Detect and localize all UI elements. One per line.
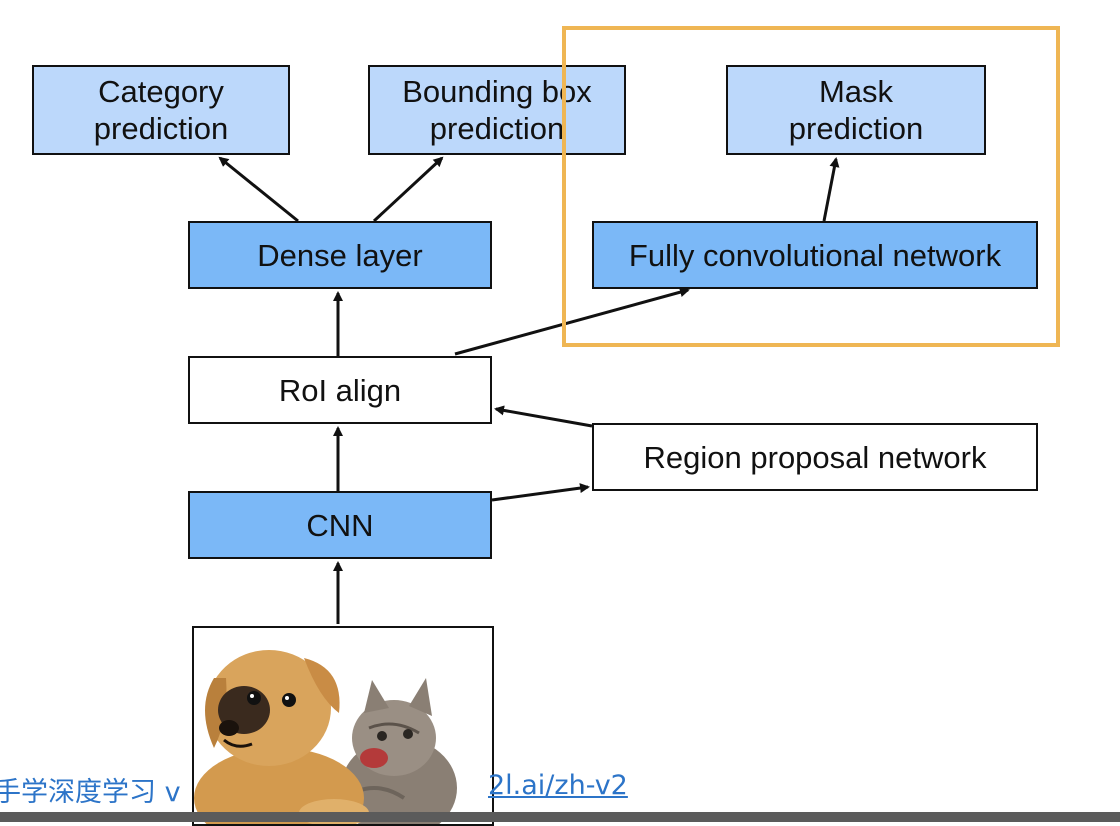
fully-convolutional-network-label: Fully convolutional network — [628, 237, 1002, 273]
cnn-label: CNN — [306, 507, 374, 543]
arrow-cnn-to-rpn — [491, 483, 590, 502]
arrow-fcn-to-mask — [822, 157, 840, 222]
mask-prediction-line2: prediction — [788, 111, 924, 146]
footer-book-title: 手学深度学习 v — [0, 777, 181, 808]
bounding-box-prediction-line2: prediction — [429, 111, 565, 146]
bottom-bar — [0, 812, 1120, 822]
arrow-dense-to-category — [218, 156, 299, 223]
mask-branch-highlight — [562, 26, 1060, 347]
roi-align-box: RoI align — [188, 356, 492, 424]
category-prediction-line1: Category — [98, 74, 224, 109]
arrow-roi-to-fcn — [454, 287, 690, 356]
category-prediction-line2: prediction — [93, 111, 229, 146]
bounding-box-prediction-box: Bounding box prediction — [368, 65, 626, 155]
category-prediction-box: Category prediction — [32, 65, 290, 155]
region-proposal-network-label: Region proposal network — [643, 439, 987, 475]
dense-layer-box: Dense layer — [188, 221, 492, 289]
cnn-box: CNN — [188, 491, 492, 559]
fully-convolutional-network-box: Fully convolutional network — [592, 221, 1038, 289]
dense-layer-label: Dense layer — [257, 237, 423, 273]
arrow-rpn-to-roi — [494, 405, 593, 428]
puppy-kitten-illustration — [194, 650, 457, 824]
mask-prediction-line1: Mask — [818, 74, 894, 109]
roi-align-label: RoI align — [278, 372, 402, 408]
region-proposal-network-box: Region proposal network — [592, 423, 1038, 491]
footer-watermark: 手学深度学习 v 2l.ai/zh-v2 — [0, 770, 1120, 810]
input-image — [192, 626, 494, 826]
arrow-dense-to-bbox — [372, 156, 444, 223]
bounding-box-prediction-line1: Bounding box — [402, 74, 592, 109]
footer-link[interactable]: 2l.ai/zh-v2 — [488, 770, 628, 801]
mask-prediction-box: Mask prediction — [726, 65, 986, 155]
